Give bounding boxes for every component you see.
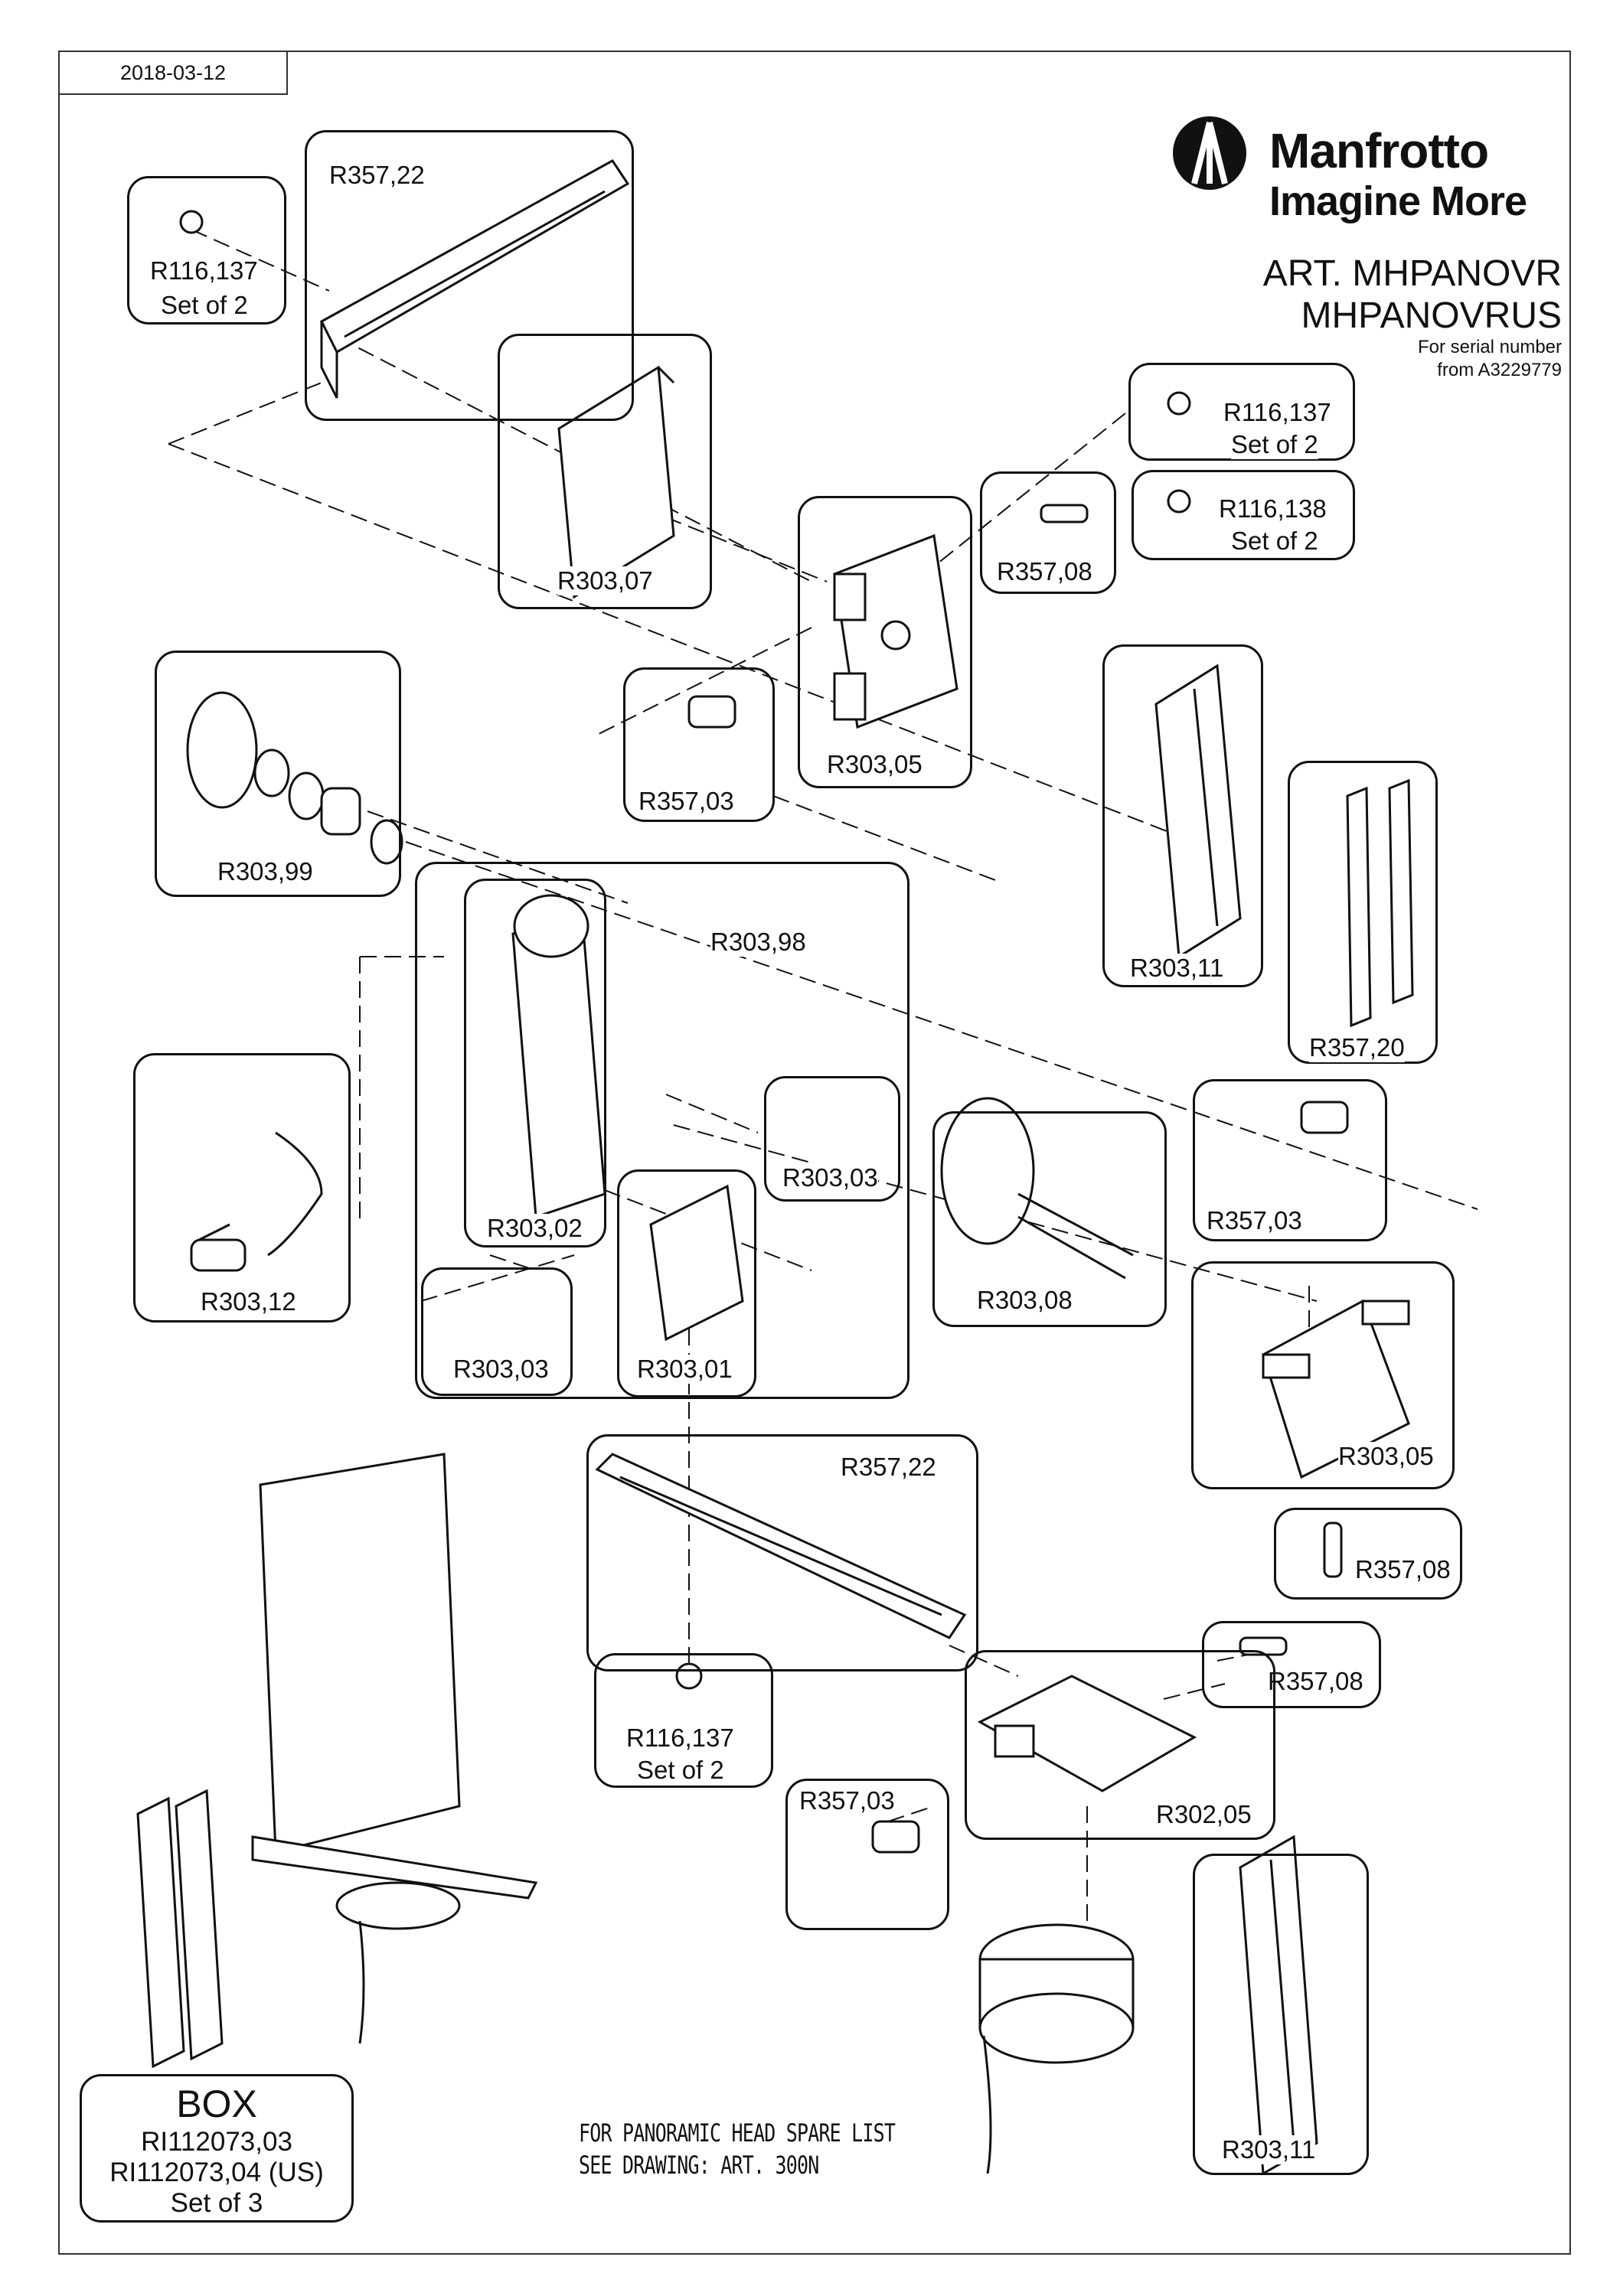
part-label-r116-137-c-qty: Set of 2 — [637, 1756, 724, 1785]
article-line-2: MHPANOVRUS — [1301, 295, 1562, 336]
part-box-r357-08-right — [1274, 1508, 1462, 1600]
part-label-r303-98: R303,98 — [710, 928, 806, 957]
part-label-r303-03-low: R303,03 — [453, 1355, 549, 1384]
part-box-r303-01 — [617, 1169, 756, 1397]
part-label-r303-12: R303,12 — [201, 1287, 296, 1316]
spare-rails-sketch — [136, 1789, 224, 2069]
article-line-1: ART. MHPANOVR — [1262, 253, 1562, 294]
part-label-r357-03-low: R357,03 — [799, 1786, 895, 1815]
note-line-1: FOR PANORAMIC HEAD SPARE LIST — [579, 2118, 896, 2148]
part-label-r303-99: R303,99 — [217, 857, 313, 886]
part-label-r303-05-right: R303,05 — [1338, 1442, 1434, 1471]
part-label-r116-137-b-qty: Set of 2 — [1231, 430, 1318, 459]
note-line-2: SEE DRAWING: ART. 300N — [579, 2151, 819, 2180]
part-box-r303-08 — [932, 1111, 1167, 1327]
part-box-r357-08-low — [1202, 1621, 1381, 1708]
part-label-r116-138-qty: Set of 2 — [1231, 527, 1318, 556]
part-box-r357-03-top — [623, 667, 775, 822]
part-label-r303-05-top: R303,05 — [827, 750, 923, 779]
part-box-r357-08-top — [980, 471, 1116, 594]
part-box-r357-22-top — [305, 130, 634, 421]
block-sketch — [649, 1184, 744, 1342]
part-label-r303-11-bottom: R303,11 — [1222, 2135, 1316, 2164]
part-box-r303-11-bottom — [1193, 1854, 1369, 2175]
rail-sketch-right — [1154, 664, 1242, 959]
part-box-r303-05-right — [1191, 1261, 1455, 1489]
brand-name: Manfrotto — [1269, 123, 1489, 178]
strips-sketch — [1346, 778, 1414, 1028]
part-label-r116-137-b-code: R116,137 — [1223, 398, 1331, 427]
part-label-r303-03-mid: R303,03 — [782, 1163, 878, 1192]
part-label-r357-22-bottom: R357,22 — [841, 1453, 936, 1482]
brand-tagline: Imagine More — [1269, 178, 1527, 224]
assembled-unit-sketch — [251, 1453, 538, 2044]
part-label-r303-07: R303,07 — [557, 566, 653, 595]
serial-line-2: from A3229779 — [1437, 360, 1562, 380]
part-label-r357-03-right: R357,03 — [1207, 1206, 1302, 1235]
part-label-r303-01: R303,01 — [637, 1355, 733, 1384]
rail-sketch-bottom-right — [1239, 1835, 1318, 2176]
part-box-r303-05-top — [798, 496, 972, 788]
part-box-r116-138 — [1132, 470, 1355, 560]
plate-sketch — [557, 365, 675, 599]
knob-sketch — [186, 691, 403, 865]
part-box-r303-03-mid — [764, 1076, 900, 1202]
clamp-sketch-top — [833, 533, 958, 729]
part-box-r303-07 — [498, 334, 712, 609]
brand-block: Manfrotto Imagine More — [1164, 92, 1562, 230]
serial-line-1: For serial number — [1417, 337, 1562, 357]
part-box-r357-03-right — [1193, 1079, 1387, 1241]
part-label-r116-137-a-qty: Set of 2 — [161, 291, 248, 320]
part-label-r357-20: R357,20 — [1309, 1033, 1405, 1062]
box-title: BOX — [176, 2082, 257, 2125]
box-spare-label: BOX RI112073,03 RI112073,04 (US) Set of … — [80, 2074, 354, 2223]
part-label-r116-138-code: R116,138 — [1219, 494, 1327, 523]
part-box-r303-03-low — [421, 1267, 573, 1396]
part-label-r303-11-top: R303,11 — [1130, 954, 1224, 983]
part-box-r303-02 — [464, 879, 606, 1247]
drawing-frame — [58, 51, 1571, 2255]
disc-sketch — [940, 1097, 1134, 1280]
part-box-r116-137-b — [1128, 363, 1355, 461]
part-label-r357-08-right: R357,08 — [1355, 1555, 1451, 1584]
part-label-r116-137-c-code: R116,137 — [626, 1724, 734, 1753]
part-label-r357-03-top: R357,03 — [638, 787, 734, 816]
part-label-r303-08: R303,08 — [977, 1286, 1073, 1315]
clamp-sketch-right — [1262, 1299, 1410, 1479]
part-label-r357-08-top: R357,08 — [997, 557, 1092, 586]
cable-sketch — [190, 1131, 323, 1272]
rail-sketch-top — [320, 159, 630, 399]
part-box-r116-137-c — [594, 1653, 773, 1788]
part-box-r116-137-a — [127, 176, 286, 325]
part-box-r303-99 — [155, 651, 401, 897]
part-box-r357-22-bottom — [586, 1434, 978, 1671]
panoramic-base-sketch — [978, 1923, 1135, 2174]
rail-sketch-bottom — [595, 1453, 967, 1639]
drawing-date: 2018-03-12 — [58, 51, 288, 95]
box-line-2: RI112073,04 (US) — [109, 2157, 324, 2187]
box-line-3: Set of 3 — [170, 2188, 263, 2218]
brand-logo-mark — [1173, 116, 1246, 190]
part-label-r357-22-top: R357,22 — [329, 161, 425, 190]
part-label-r303-02: R303,02 — [487, 1214, 583, 1243]
part-label-r357-08-low: R357,08 — [1268, 1667, 1363, 1696]
part-box-r357-20 — [1288, 761, 1438, 1064]
part-box-r303-12 — [133, 1053, 351, 1322]
part-box-r303-11-top — [1102, 644, 1263, 987]
part-label-r302-05: R302,05 — [1156, 1800, 1252, 1829]
part-label-r116-137-a-code: R116,137 — [150, 256, 258, 285]
box-line-1: RI112073,03 — [141, 2126, 292, 2157]
part-box-r357-03-low — [785, 1779, 949, 1930]
base-plate-sketch — [977, 1675, 1197, 1792]
part-box-r302-05 — [965, 1650, 1275, 1840]
part-box-r303-98 — [415, 862, 909, 1399]
